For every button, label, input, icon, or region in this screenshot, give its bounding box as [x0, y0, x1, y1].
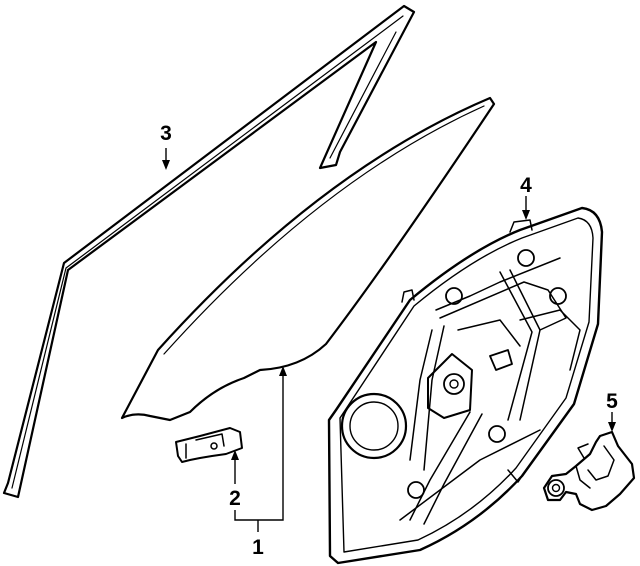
callout-1: 1	[252, 536, 264, 559]
leader-lines	[162, 148, 616, 532]
window-motor	[542, 430, 636, 512]
window-regulator-panel	[327, 206, 604, 565]
callout-3: 3	[160, 122, 172, 145]
glass-bracket	[175, 427, 243, 463]
callout-5: 5	[606, 390, 618, 413]
callout-2: 2	[229, 487, 241, 510]
door-glass	[120, 96, 496, 422]
glass-run-channel	[2, 4, 416, 499]
callout-4: 4	[520, 174, 532, 197]
